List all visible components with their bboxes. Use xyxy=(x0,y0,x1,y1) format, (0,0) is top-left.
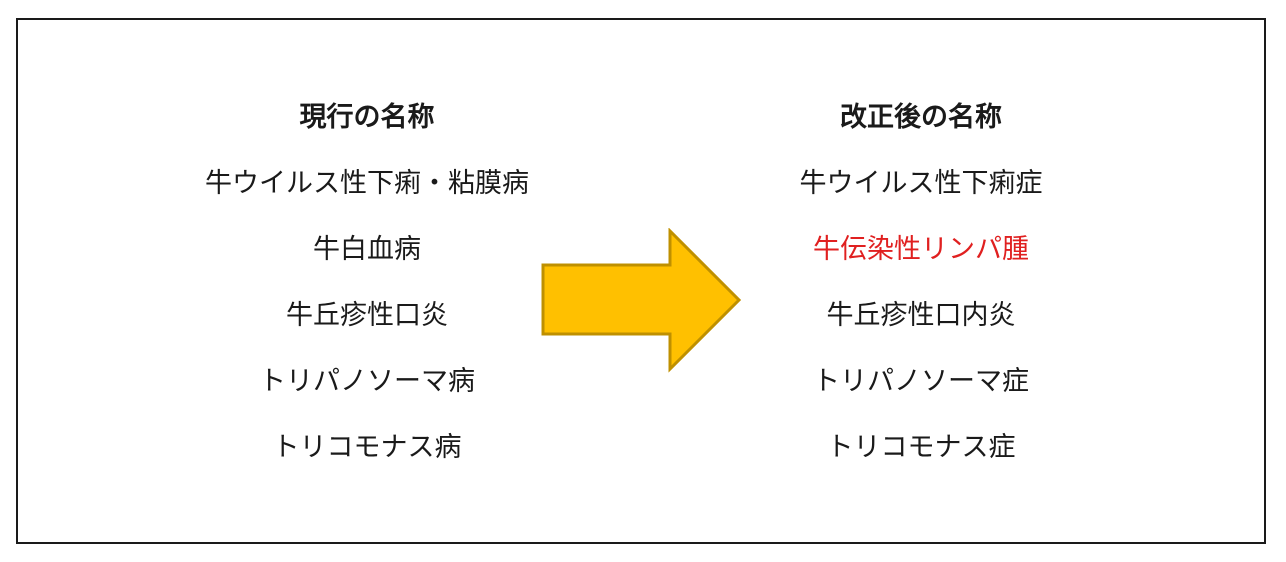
revised-name-item: トリパノソーマ症 xyxy=(813,366,1029,397)
revised-name-item-highlighted: 牛伝染性リンパ腫 xyxy=(813,234,1029,265)
revised-name-item: トリコモナス症 xyxy=(826,432,1016,463)
current-names-column: 現行の名称 牛ウイルス性下痢・粘膜病 牛白血病 牛丘疹性口炎 トリパノソーマ病 … xyxy=(157,96,577,481)
revised-names-heading: 改正後の名称 xyxy=(840,102,1002,133)
current-name-item: 牛白血病 xyxy=(313,234,421,265)
current-names-list: 牛ウイルス性下痢・粘膜病 牛白血病 牛丘疹性口炎 トリパノソーマ病 トリコモナス… xyxy=(157,151,577,481)
current-names-heading: 現行の名称 xyxy=(299,102,435,133)
revised-names-column: 改正後の名称 牛ウイルス性下痢症 牛伝染性リンパ腫 牛丘疹性口内炎 トリパノソー… xyxy=(711,96,1131,481)
current-name-item: 牛ウイルス性下痢・粘膜病 xyxy=(205,168,529,199)
revised-name-item: 牛丘疹性口内炎 xyxy=(826,300,1016,331)
right-arrow-icon xyxy=(541,228,742,373)
revised-names-list: 牛ウイルス性下痢症 牛伝染性リンパ腫 牛丘疹性口内炎 トリパノソーマ症 トリコモ… xyxy=(711,151,1131,481)
revised-name-item: 牛ウイルス性下痢症 xyxy=(799,168,1043,199)
current-name-item: トリコモナス病 xyxy=(272,432,462,463)
current-name-item: 牛丘疹性口炎 xyxy=(286,300,448,331)
diagram-frame xyxy=(16,18,1266,544)
current-name-item: トリパノソーマ病 xyxy=(259,366,475,397)
